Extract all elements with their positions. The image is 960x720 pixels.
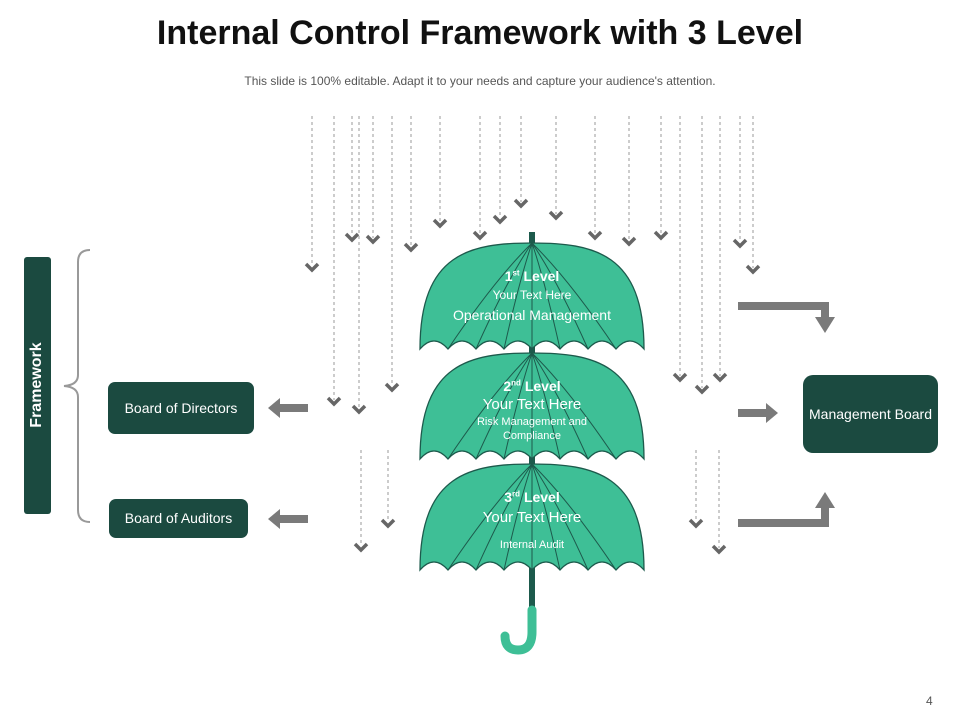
rain-arrowhead xyxy=(326,396,342,407)
umbrella-rib xyxy=(475,352,533,460)
rain-arrowhead xyxy=(712,372,728,383)
arrow-elbow-top xyxy=(738,302,835,333)
level-3-number: 3 xyxy=(504,489,513,505)
management-board-box: Management Board xyxy=(803,375,938,453)
rain-arrowhead xyxy=(587,230,603,241)
level-1-word: Level xyxy=(523,268,560,284)
umbrella-rib xyxy=(503,242,533,350)
arrow-to-auditors xyxy=(268,509,308,529)
umbrella-rib xyxy=(447,352,533,460)
rain-arrowhead xyxy=(304,262,320,273)
rain-arrowhead xyxy=(711,544,727,555)
rain-arrowhead xyxy=(353,542,369,553)
arrow-to-management xyxy=(738,403,778,423)
level-1-subtext: Operational Management xyxy=(453,307,611,323)
rain-arrowhead xyxy=(745,264,761,275)
level-3-heading: 3rd Level xyxy=(432,489,632,505)
rain-arrowhead xyxy=(694,384,710,395)
rain-arrowhead xyxy=(513,198,529,209)
level-1-text: Your Text Here xyxy=(492,288,572,302)
umbrella-rib xyxy=(475,463,533,571)
rain-arrowhead xyxy=(653,230,669,241)
umbrella-rib xyxy=(447,242,533,350)
level-1-heading: 1st Level xyxy=(432,268,632,284)
umbrella-rib xyxy=(503,352,533,460)
rain-arrowhead xyxy=(365,234,381,245)
level-1-number: 1 xyxy=(504,268,513,284)
level-2-suffix: nd xyxy=(511,378,521,388)
rain-arrowhead xyxy=(384,382,400,393)
level-3-suffix: rd xyxy=(512,489,521,499)
level-3-text: Your Text Here xyxy=(482,509,582,526)
framework-label: Framework xyxy=(28,342,45,428)
rain-arrowhead xyxy=(351,404,367,415)
rain-arrowhead xyxy=(621,236,637,247)
slide-title: Internal Control Framework with 3 Level xyxy=(156,14,804,52)
level-2-heading: 2nd Level xyxy=(432,378,632,394)
slide-subtitle: This slide is 100% editable. Adapt it to… xyxy=(244,74,716,88)
umbrella-rib xyxy=(447,463,533,571)
rain-arrowhead xyxy=(344,232,360,243)
umbrella-rib xyxy=(531,352,589,460)
umbrella-rib xyxy=(531,242,589,350)
umbrella-handle xyxy=(500,605,537,655)
rain-arrowhead xyxy=(732,238,748,249)
umbrella-rib xyxy=(531,463,561,571)
rain-arrowhead xyxy=(380,518,396,529)
level-3-subtext: Internal Audit xyxy=(499,539,565,551)
umbrella-rib xyxy=(531,463,617,571)
umbrella-rib xyxy=(531,242,617,350)
level-1-suffix: st xyxy=(512,268,520,278)
framework-bracket xyxy=(63,249,91,523)
rain-arrowhead xyxy=(688,518,704,529)
level-2-word: Level xyxy=(524,378,561,394)
level-2-text: Your Text Here xyxy=(482,396,582,413)
umbrella-canopies xyxy=(419,242,645,572)
umbrella-rib xyxy=(531,463,589,571)
umbrella-rib xyxy=(475,242,533,350)
board-of-auditors-box: Board of Auditors xyxy=(109,499,248,538)
rain-arrowhead xyxy=(672,372,688,383)
level-2-number: 2 xyxy=(503,378,512,394)
rain-arrowhead xyxy=(472,230,488,241)
rain-arrows xyxy=(311,116,754,548)
rain-arrowhead xyxy=(432,218,448,229)
rain-arrowheads xyxy=(304,198,761,555)
arrow-elbow-bottom xyxy=(738,492,835,527)
arrow-to-directors xyxy=(268,398,308,418)
rain-arrowhead xyxy=(492,214,508,225)
rain-arrowhead xyxy=(548,210,564,221)
umbrella-rib xyxy=(531,242,561,350)
rain-arrowhead xyxy=(403,242,419,253)
level-3-word: Level xyxy=(523,489,560,505)
flow-arrows xyxy=(268,302,835,529)
board-of-directors-box: Board of Directors xyxy=(108,382,254,434)
framework-bar xyxy=(24,257,51,514)
page-number: 4 xyxy=(926,694,933,708)
umbrella-rib xyxy=(531,352,561,460)
level-2-subtext: Risk Management and Compliance xyxy=(476,416,588,442)
umbrella-rib xyxy=(531,352,617,460)
umbrella-rib xyxy=(503,463,533,571)
